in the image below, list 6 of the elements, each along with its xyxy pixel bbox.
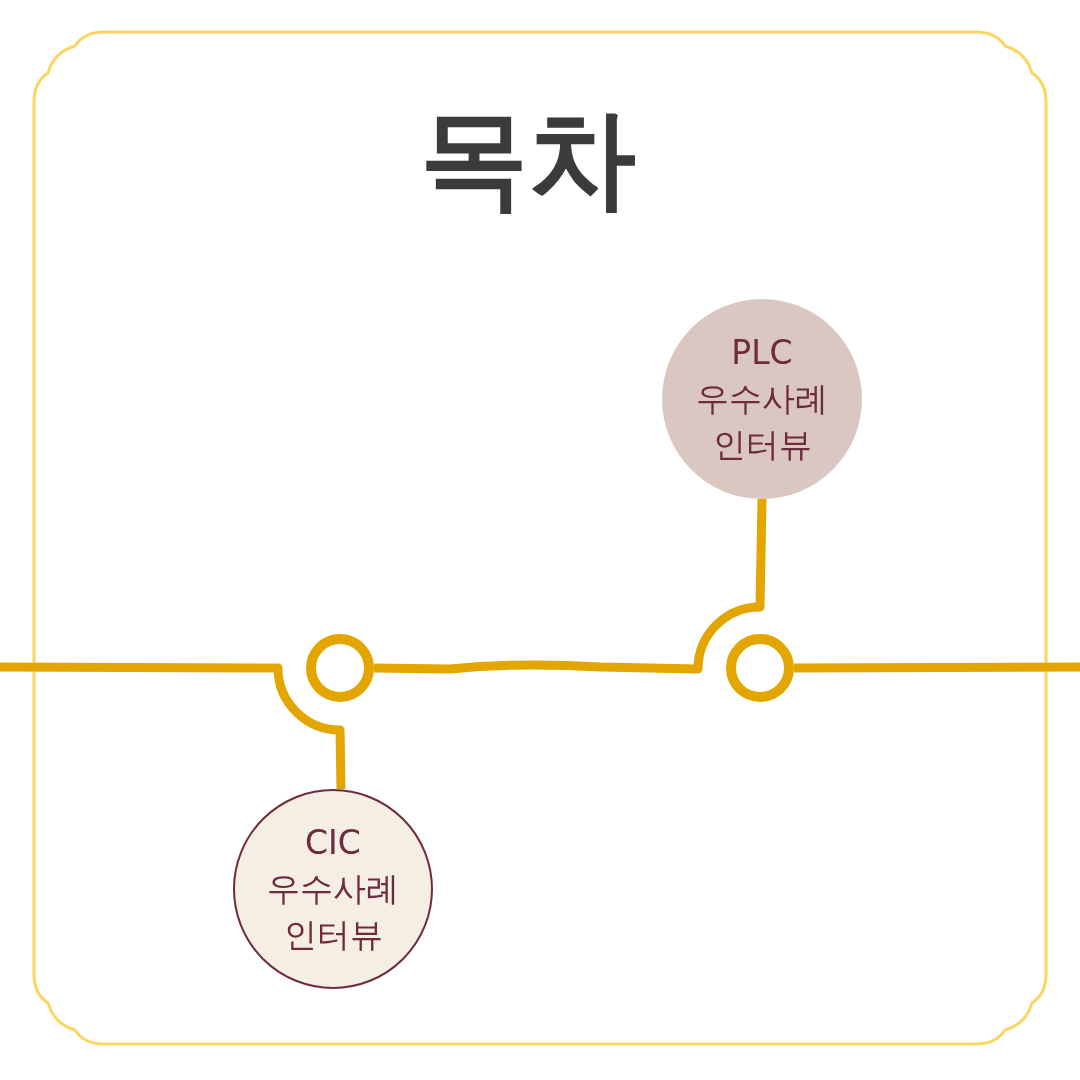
connector-line bbox=[373, 498, 767, 674]
connector-line bbox=[0, 662, 346, 790]
circle-label: PLC 우수사례 인터뷰 bbox=[695, 332, 829, 466]
circle-label: CIC 우수사례 인터뷰 bbox=[266, 822, 400, 956]
connector-line bbox=[794, 662, 1080, 673]
title: 목차 bbox=[419, 98, 637, 218]
